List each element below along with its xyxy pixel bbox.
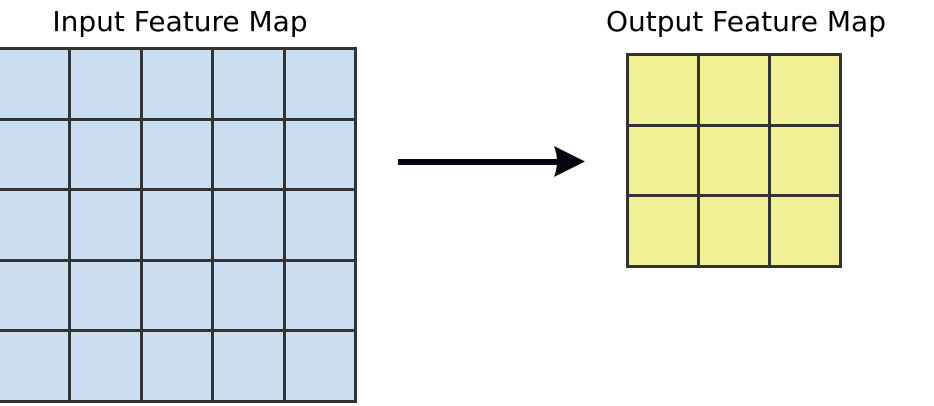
input-cell [142,50,212,118]
output-cell [700,56,768,124]
input-cell [214,191,283,259]
input-cell [285,191,354,259]
input-cell [142,261,212,330]
input-cell [71,50,140,118]
input-cell [0,50,69,118]
input-feature-map-grid [0,47,357,403]
input-cell [71,120,140,189]
output-feature-map-grid [626,53,842,268]
output-cell [771,56,839,124]
output-cell [700,197,768,265]
input-feature-map-title: Input Feature Map [52,5,308,38]
input-cell [214,261,283,330]
input-cell [142,120,212,189]
output-cell [771,197,839,265]
output-cell [700,126,768,195]
output-cell [629,56,697,124]
input-cell [0,120,69,189]
input-cell [142,332,212,400]
input-cell [285,261,354,330]
input-cell [71,332,140,400]
input-cell [214,120,283,189]
input-cell [214,50,283,118]
input-cell [0,261,69,330]
input-cell [71,191,140,259]
input-cell [0,332,69,400]
input-cell [0,191,69,259]
output-cell [771,126,839,195]
input-cell [285,50,354,118]
input-cell [142,191,212,259]
output-cell [629,126,697,195]
input-cell [214,332,283,400]
input-cell [285,332,354,400]
input-cell [285,120,354,189]
output-feature-map-title: Output Feature Map [606,5,886,38]
output-cell [629,197,697,265]
right-arrow-icon [398,146,585,177]
input-cell [71,261,140,330]
